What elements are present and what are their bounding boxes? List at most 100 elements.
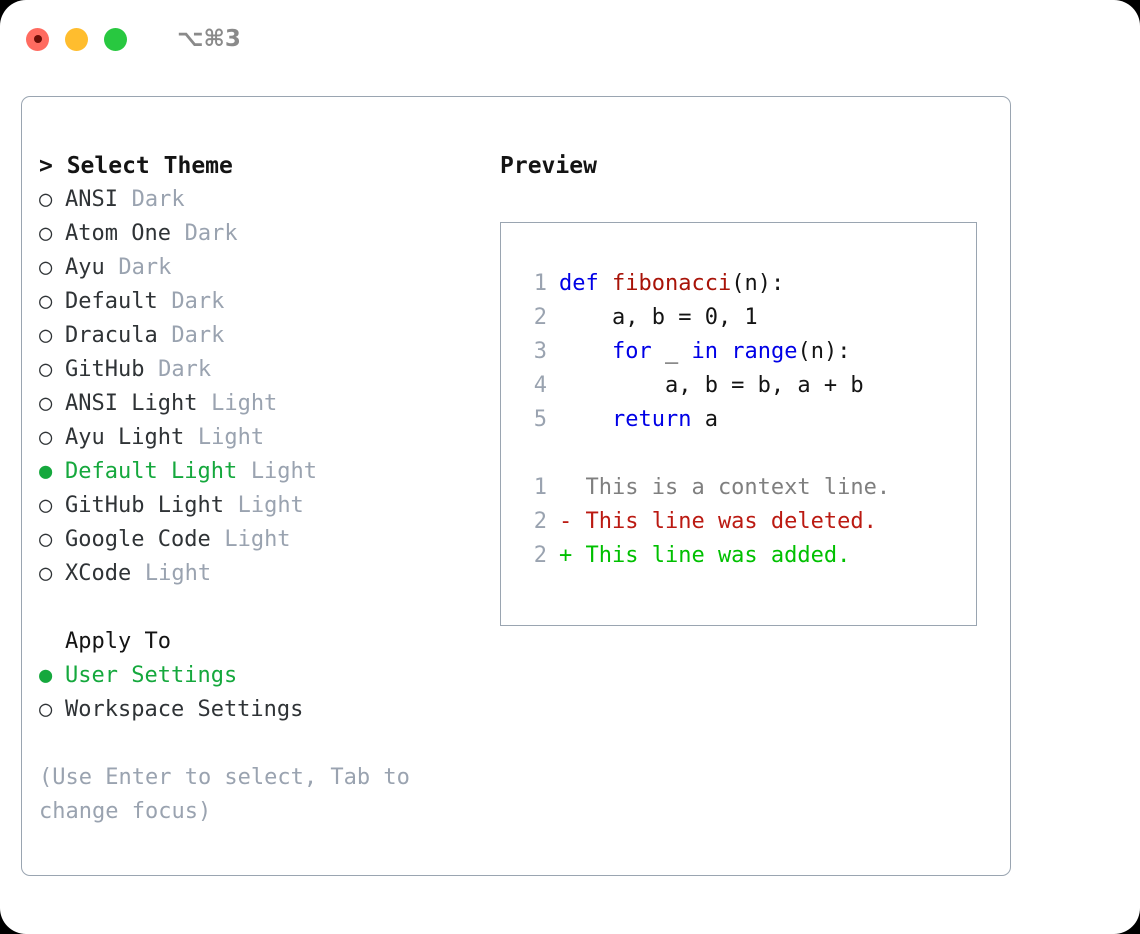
code-token-kw: return xyxy=(611,407,692,432)
theme-variant-label: Dark xyxy=(171,323,225,348)
theme-name: Ayu xyxy=(65,255,105,280)
theme-name: GitHub Light xyxy=(65,493,224,518)
theme-name: Atom One xyxy=(65,221,171,246)
theme-name: GitHub xyxy=(65,357,145,382)
theme-option-ayu-light[interactable]: ○ Ayu Light Light xyxy=(39,421,482,455)
line-number: 4 xyxy=(533,373,547,398)
close-button[interactable] xyxy=(26,27,49,51)
theme-option-dracula[interactable]: ○ Dracula Dark xyxy=(39,319,482,353)
theme-variant-label: Light xyxy=(224,527,291,552)
radio-unselected-icon: ○ xyxy=(39,255,53,280)
title-bar: ⌥⌘3 xyxy=(0,0,1140,78)
diff-text: - This line was deleted. xyxy=(559,509,877,534)
code-token-txt: (n): xyxy=(731,271,785,296)
radio-unselected-icon: ○ xyxy=(39,357,53,382)
theme-option-ansi[interactable]: ○ ANSI Dark xyxy=(39,183,482,217)
code-token-txt xyxy=(559,407,612,432)
theme-variant-label: Light xyxy=(211,391,278,416)
line-number: 5 xyxy=(533,407,547,432)
theme-option-google-code[interactable]: ○ Google Code Light xyxy=(39,523,482,557)
radio-unselected-icon: ○ xyxy=(39,391,53,416)
apply-to-option-user-settings[interactable]: ●User Settings xyxy=(39,659,482,693)
theme-variant-label: Dark xyxy=(171,289,225,314)
theme-name: Ayu Light xyxy=(65,425,185,450)
theme-option-ansi-light[interactable]: ○ ANSI Light Light xyxy=(39,387,482,421)
code-text: a, b = 0, 1 xyxy=(559,301,758,335)
radio-unselected-icon: ○ xyxy=(39,561,53,586)
code-diff-spacer xyxy=(519,437,976,471)
code-token-kw: def xyxy=(559,271,612,296)
theme-name: Default Light xyxy=(65,459,238,484)
keyboard-hint: (Use Enter to select, Tab to change focu… xyxy=(39,765,424,824)
code-token-txt: a xyxy=(691,407,718,432)
window-controls xyxy=(26,27,127,51)
diff-line-ctx: 1 This is a context line. xyxy=(519,471,976,505)
code-line: 2 a, b = 0, 1 xyxy=(519,301,976,335)
code-token-fn: fibonacci xyxy=(611,271,732,296)
radio-unselected-icon: ○ xyxy=(39,187,53,212)
code-token-kw: range xyxy=(731,339,798,364)
radio-selected-icon: ● xyxy=(39,459,53,484)
code-line: 1 def fibonacci(n): xyxy=(519,267,976,301)
theme-variant-label: Dark xyxy=(131,187,185,212)
theme-name: XCode xyxy=(65,561,132,586)
code-token-txt: _ xyxy=(651,339,692,364)
code-token-txt xyxy=(559,339,612,364)
theme-variant-label: Dark xyxy=(184,221,238,246)
code-text: a, b = b, a + b xyxy=(559,369,864,403)
theme-name: ANSI Light xyxy=(65,391,198,416)
code-line: 4 a, b = b, a + b xyxy=(519,369,976,403)
preview-header: Preview xyxy=(500,153,597,179)
theme-name: Dracula xyxy=(65,323,158,348)
maximize-button[interactable] xyxy=(104,27,127,51)
theme-option-default[interactable]: ○ Default Dark xyxy=(39,285,482,319)
code-token-kw: in xyxy=(691,339,732,364)
line-number: 2 xyxy=(533,509,547,534)
select-theme-header: > Select Theme xyxy=(39,153,233,179)
theme-name: ANSI xyxy=(65,187,118,212)
apply-to-header: Apply To xyxy=(65,629,171,654)
radio-unselected-icon: ○ xyxy=(39,697,53,722)
radio-unselected-icon: ○ xyxy=(39,527,53,552)
theme-variant-label: Light xyxy=(197,425,265,450)
code-token-kw: for xyxy=(611,339,652,364)
apply-to-label: Workspace Settings xyxy=(65,697,304,722)
diff-block: 1 This is a context line. 2 - This line wa… xyxy=(519,471,976,573)
radio-selected-icon: ● xyxy=(39,663,53,688)
code-text: return a xyxy=(559,403,718,437)
diff-line-add: 2+ This line was added. xyxy=(519,539,976,573)
theme-option-xcode[interactable]: ○ XCode Light xyxy=(39,557,482,591)
radio-unselected-icon: ○ xyxy=(39,425,53,450)
code-text: def fibonacci(n): xyxy=(559,267,784,301)
radio-unselected-icon: ○ xyxy=(39,289,53,314)
theme-name: Google Code xyxy=(65,527,211,552)
theme-option-github-light[interactable]: ○ GitHub Light Light xyxy=(39,489,482,523)
theme-name: Default xyxy=(65,289,158,314)
code-line: 3 for _ in range(n): xyxy=(519,335,976,369)
radio-unselected-icon: ○ xyxy=(39,323,53,348)
code-line: 5 return a xyxy=(519,403,976,437)
line-number: 1 xyxy=(533,475,547,500)
minimize-button[interactable] xyxy=(65,27,88,51)
keyboard-shortcut-label: ⌥⌘3 xyxy=(177,26,241,52)
apply-to-list: ●User Settings ○ Workspace Settings xyxy=(39,659,482,727)
theme-variant-label: Light xyxy=(237,493,304,518)
code-token-txt: a, b = b, a + b xyxy=(559,373,864,398)
radio-unselected-icon: ○ xyxy=(39,221,53,246)
theme-variant-label: Light xyxy=(144,561,212,586)
line-number: 2 xyxy=(533,305,547,330)
line-number: 1 xyxy=(533,271,547,296)
diff-line-del: 2 - This line was deleted. xyxy=(519,505,976,539)
radio-unselected-icon: ○ xyxy=(39,493,53,518)
apply-to-option-workspace-settings[interactable]: ○ Workspace Settings xyxy=(39,693,482,727)
theme-option-atom-one[interactable]: ○ Atom One Dark xyxy=(39,217,482,251)
